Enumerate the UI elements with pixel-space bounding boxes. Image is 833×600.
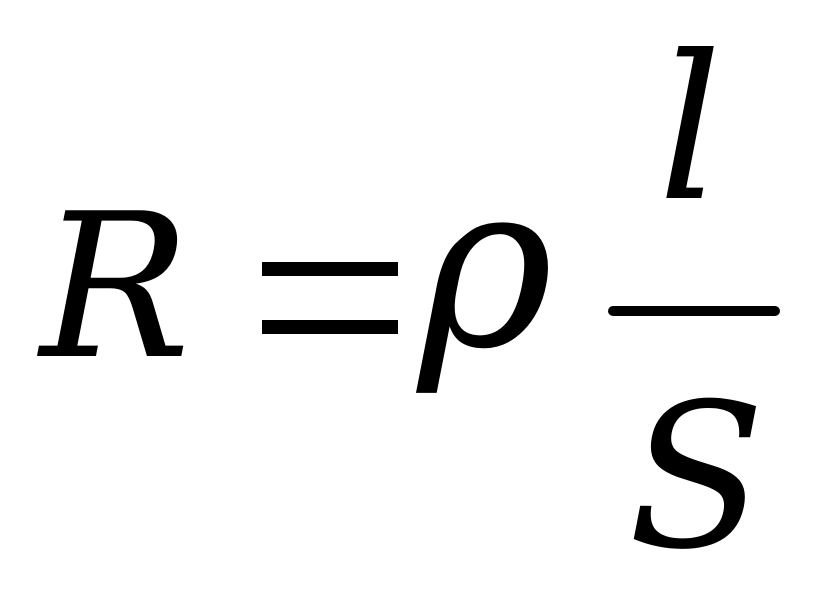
equals-bar-top	[262, 262, 398, 276]
equals-bar-bottom	[262, 320, 398, 334]
fraction-denominator: S	[628, 361, 766, 594]
fraction-numerator: l	[658, 13, 722, 246]
formula-lhs-variable: R	[40, 171, 191, 404]
resistivity-symbol: ρ	[418, 133, 554, 400]
fraction-bar	[608, 306, 780, 316]
